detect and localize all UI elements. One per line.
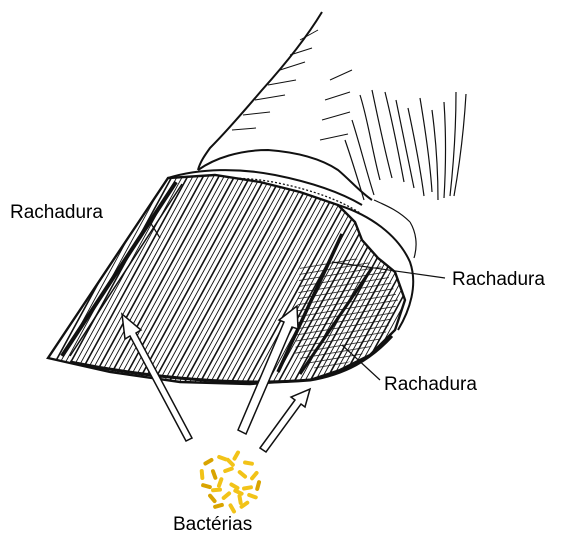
- crack-label-right: Rachadura: [452, 270, 545, 289]
- bacterium: [201, 483, 213, 490]
- bacterium: [232, 450, 241, 462]
- bacterium: [216, 477, 224, 489]
- bacterium: [200, 469, 205, 480]
- bacterium: [255, 480, 262, 492]
- bacterium: [242, 485, 254, 491]
- bacteria-cluster: [200, 450, 262, 514]
- bacterium: [213, 503, 225, 510]
- arrow-right: [260, 389, 310, 452]
- crack-label-bottom: Rachadura: [384, 375, 477, 394]
- heel-hair: [345, 90, 466, 258]
- bacteria-label: Bactérias: [173, 515, 252, 534]
- bacterium: [211, 487, 222, 492]
- bacterium: [247, 492, 259, 500]
- bacterium: [237, 469, 248, 479]
- crack-label-left: Rachadura: [10, 203, 103, 222]
- bacterium: [207, 493, 217, 504]
- bacterium: [228, 503, 237, 515]
- bacterium: [210, 469, 218, 481]
- pastern: [198, 12, 372, 200]
- bacterium: [203, 457, 215, 466]
- bacterium: [243, 460, 255, 466]
- bacterium: [221, 491, 232, 501]
- bacterium: [249, 470, 259, 481]
- bacterium: [223, 466, 235, 474]
